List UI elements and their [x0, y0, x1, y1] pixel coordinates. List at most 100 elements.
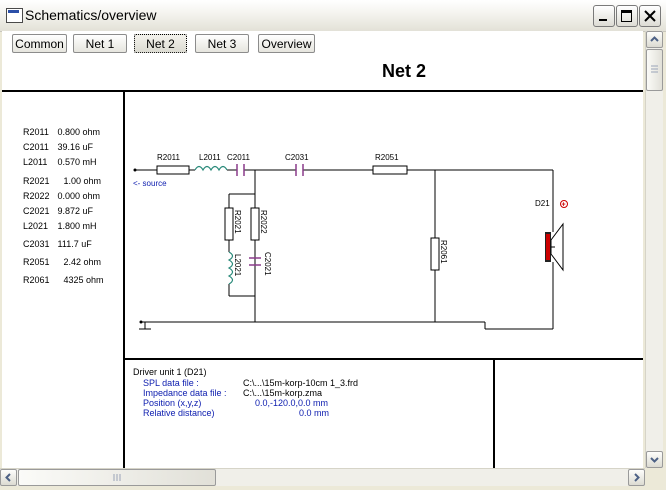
value-name: L2021: [23, 221, 49, 231]
value-name: R2051: [23, 257, 50, 267]
impedance-file-label: Impedance data file :: [143, 388, 227, 398]
scroll-left-button[interactable]: [0, 469, 17, 486]
label-r2061: R2061: [439, 240, 448, 264]
value-name: L2011: [23, 157, 48, 167]
scroll-up-button[interactable]: [646, 31, 663, 48]
value-row: C2031 111.7 uF: [23, 239, 92, 249]
capacitor-c2031[interactable]: [295, 164, 304, 176]
value-name: R2021: [23, 176, 50, 186]
driver-info-panel: Driver unit 1 (D21) SPL data file : C:\.…: [125, 360, 495, 468]
label-c2011: C2011: [227, 153, 251, 162]
polarity-marker: [560, 200, 568, 208]
close-button[interactable]: [639, 5, 661, 27]
title-bar[interactable]: Schematics/overview: [0, 0, 666, 32]
maximize-button[interactable]: [616, 5, 638, 27]
value-row: R2061 4325 ohm: [23, 275, 104, 285]
horizontal-scrollbar[interactable]: [0, 468, 645, 486]
net-toolbar: Common Net 1 Net 2 Net 3 Overview Net 2: [2, 31, 643, 92]
inductor-l2021[interactable]: [227, 251, 234, 285]
position-label: Position (x,y,z): [143, 398, 202, 408]
label-r2022: R2022: [259, 210, 268, 234]
net1-button[interactable]: Net 1: [73, 34, 127, 53]
net-title: Net 2: [382, 61, 427, 81]
grip-icon: [651, 65, 658, 73]
window-title: Schematics/overview: [25, 7, 157, 23]
label-r2021: R2021: [233, 210, 242, 234]
spl-file-label: SPL data file :: [143, 378, 199, 388]
scroll-down-button[interactable]: [646, 451, 663, 468]
net3-button[interactable]: Net 3: [195, 34, 249, 53]
value-amount: 9.872 uF: [57, 206, 94, 216]
resistor-r2022[interactable]: [250, 207, 260, 241]
overview-button[interactable]: Overview: [258, 34, 315, 53]
value-name: R2022: [23, 191, 50, 201]
app-icon[interactable]: [6, 8, 23, 23]
ground-terminal: [139, 320, 143, 324]
schematic-panel: + R2011 L2011 C2011 C2031 R2051 <- sourc…: [125, 92, 643, 360]
value-amount: 2.42 ohm: [63, 257, 102, 267]
value-name: C2021: [23, 206, 50, 216]
label-l2021: L2021: [233, 254, 242, 277]
capacitor-c2021[interactable]: [249, 257, 261, 266]
driver-d21[interactable]: [545, 222, 564, 272]
resistor-r2061[interactable]: [430, 237, 440, 271]
label-d21: D21: [535, 199, 550, 208]
value-name: C2031: [23, 239, 50, 249]
label-r2051: R2051: [375, 153, 399, 162]
chevron-up-icon: [650, 36, 659, 42]
relative-distance-label: Relative distance): [143, 408, 215, 418]
vertical-scroll-thumb[interactable]: [646, 49, 663, 91]
close-icon: [644, 10, 656, 22]
value-row: R2051 2.42 ohm: [23, 257, 101, 267]
vertical-scrollbar[interactable]: [645, 31, 663, 468]
capacitor-c2011[interactable]: [236, 164, 245, 176]
value-name: R2061: [23, 275, 50, 285]
value-row: L2011 0.570 mH: [23, 157, 97, 167]
grip-icon: [113, 474, 121, 481]
common-button[interactable]: Common: [12, 34, 67, 53]
inductor-l2011[interactable]: [194, 165, 228, 172]
scroll-corner: [645, 468, 663, 485]
label-c2031: C2031: [285, 153, 309, 162]
resistor-r2051[interactable]: [372, 165, 408, 175]
value-row: C2011 39.16 uF: [23, 142, 93, 152]
value-amount: 1.00 ohm: [63, 176, 102, 186]
value-row: C2021 9.872 uF: [23, 206, 93, 216]
scroll-right-button[interactable]: [628, 469, 645, 486]
value-row: R2011 0.800 ohm: [23, 127, 100, 137]
chevron-right-icon: [634, 473, 640, 482]
resistor-r2021[interactable]: [224, 207, 234, 241]
resistor-r2011[interactable]: [156, 165, 190, 175]
polarity-plus: +: [562, 202, 566, 209]
value-amount: 0.570 mH: [57, 157, 97, 167]
value-amount: 39.16 uF: [57, 142, 94, 152]
value-row: R2021 1.00 ohm: [23, 176, 101, 186]
component-values-panel: R2011 0.800 ohm C2011 39.16 uF L2011 0.5…: [2, 92, 125, 468]
spl-file-value: C:\...\15m-korp-10cm 1_3.frd: [243, 378, 359, 388]
horizontal-scroll-thumb[interactable]: [18, 469, 216, 486]
chevron-down-icon: [650, 457, 659, 463]
value-row: R2022 0.000 ohm: [23, 191, 100, 201]
client-area: Common Net 1 Net 2 Net 3 Overview Net 2 …: [2, 31, 643, 468]
label-l2011: L2011: [199, 153, 221, 162]
value-amount: 1.800 mH: [57, 221, 97, 231]
crossover-schematic: + R2011 L2011 C2011 C2031 R2051 <- sourc…: [133, 153, 568, 330]
empty-info-panel: [495, 360, 643, 468]
relative-distance-value: 0.0 mm: [299, 408, 330, 418]
driver-title: Driver unit 1 (D21): [133, 367, 207, 377]
value-amount: 4325 ohm: [63, 275, 104, 285]
label-r2011: R2011: [157, 153, 181, 162]
value-name: R2011: [23, 127, 49, 137]
net2-button[interactable]: Net 2: [134, 34, 187, 53]
value-amount: 111.7 uF: [57, 239, 92, 249]
source-label: <- source: [133, 179, 167, 188]
position-value: 0.0,-120.0,0.0 mm: [255, 398, 329, 408]
label-c2021: C2021: [263, 252, 272, 276]
impedance-file-value: C:\...\15m-korp.zma: [243, 388, 323, 398]
source-terminal: [133, 168, 137, 172]
value-row: L2021 1.800 mH: [23, 221, 97, 231]
chevron-left-icon: [5, 473, 11, 482]
value-name: C2011: [23, 142, 49, 152]
minimize-button[interactable]: [593, 5, 615, 27]
